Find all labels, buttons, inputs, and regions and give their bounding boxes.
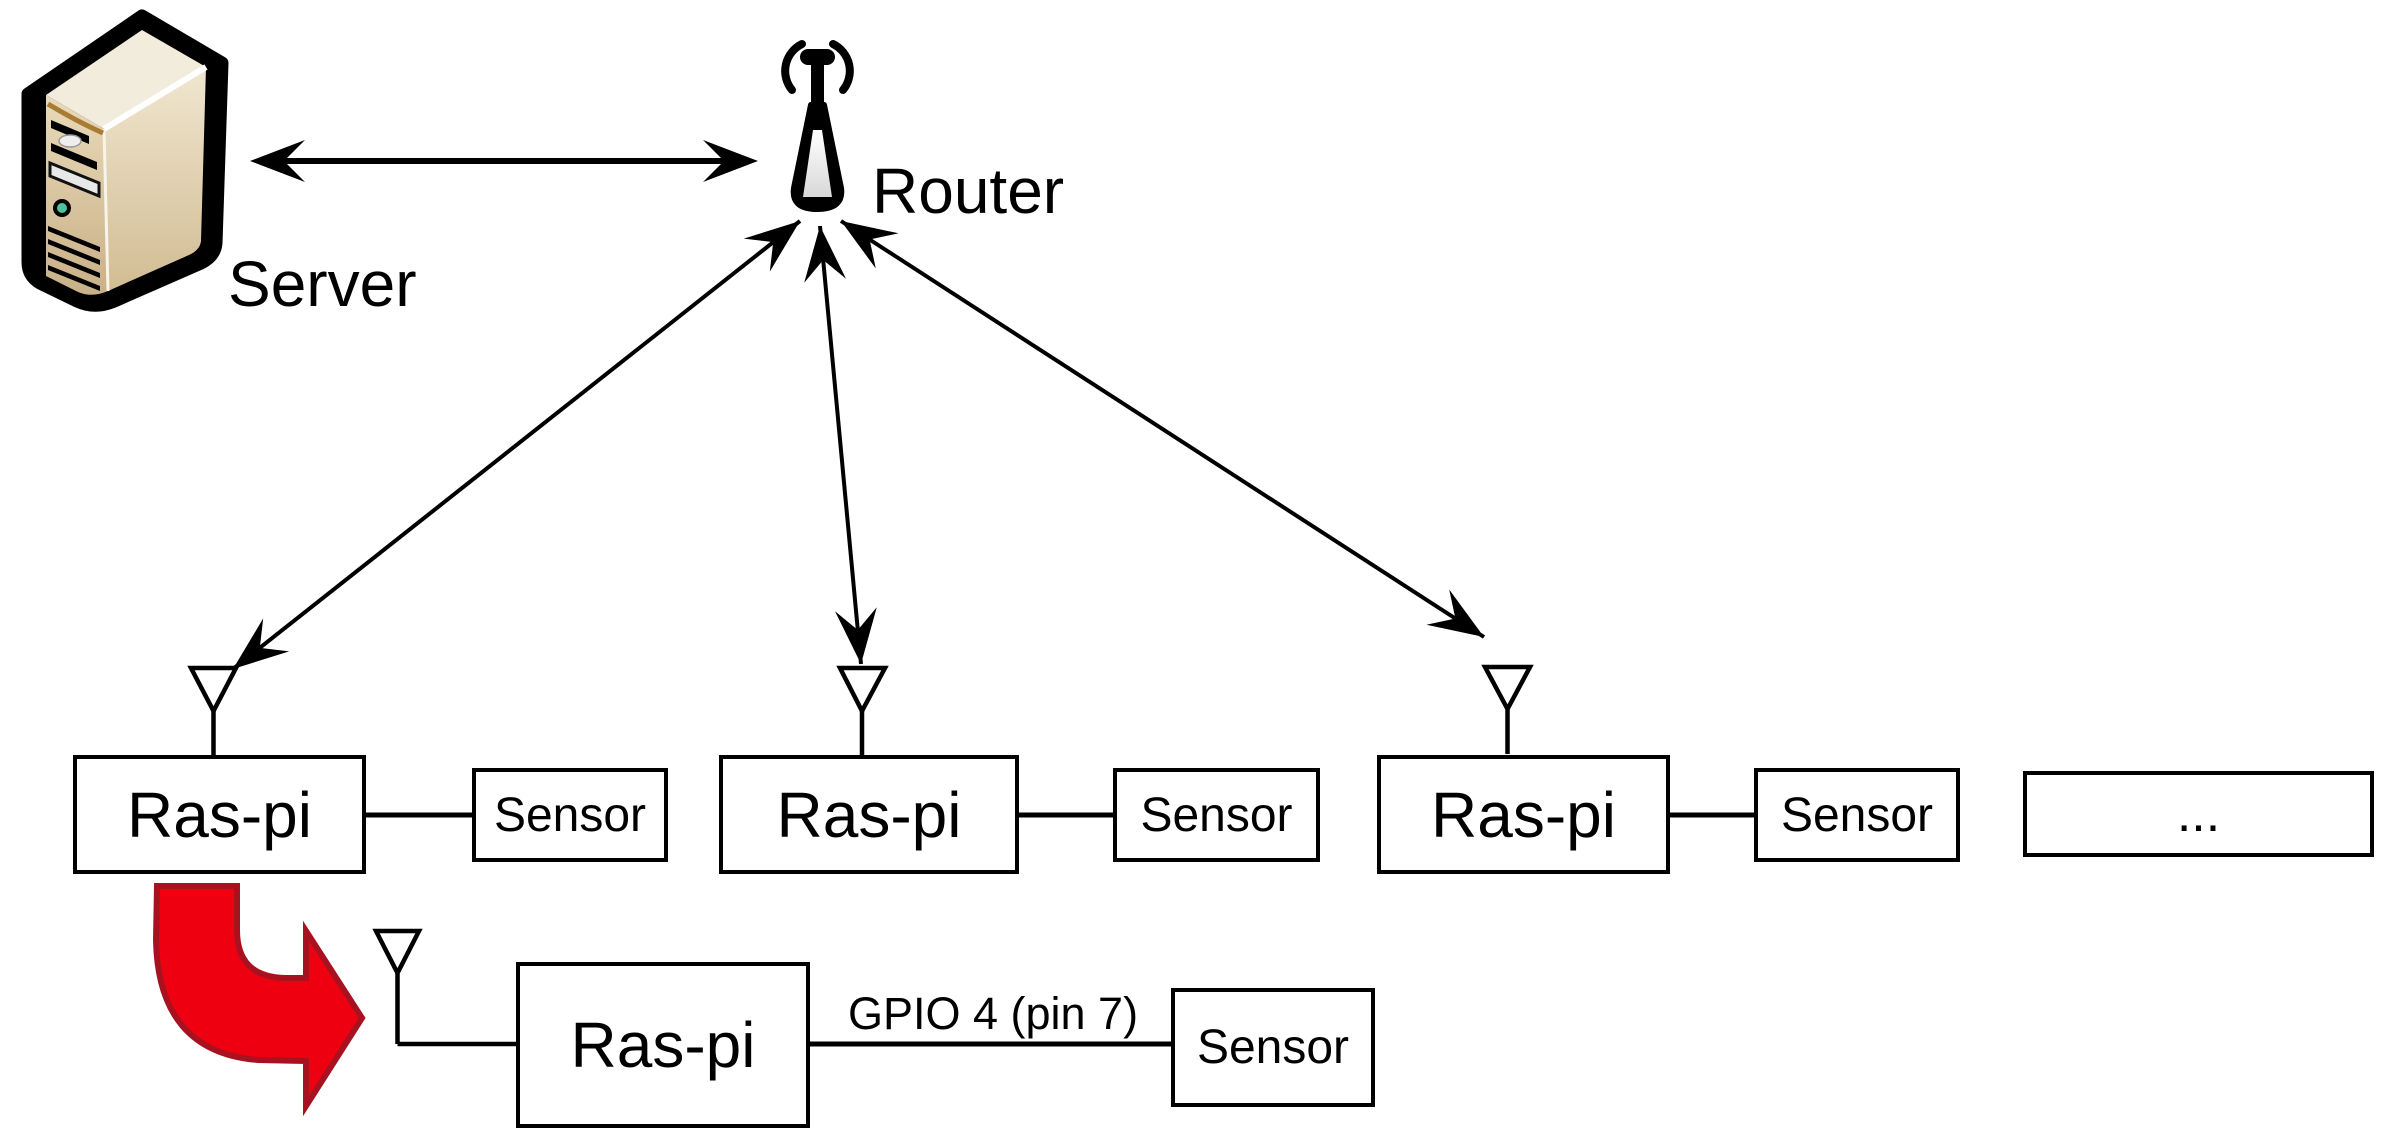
raspi-node-1: Ras-pi — [73, 755, 366, 874]
router-label: Router — [872, 155, 1065, 227]
raspi2-antenna-icon — [836, 665, 889, 755]
server-router-link — [250, 140, 758, 182]
server-label: Server — [228, 248, 417, 320]
highlight-curved-arrow — [152, 883, 366, 1117]
router-raspi1-link — [231, 219, 802, 671]
sensor-node-2-label: Sensor — [1140, 788, 1293, 842]
detail-raspi-label: Ras-pi — [570, 1009, 756, 1081]
raspi-node-2: Ras-pi — [719, 755, 1019, 874]
sensor-node-2: Sensor — [1113, 768, 1320, 862]
sensor-node-1: Sensor — [472, 768, 668, 862]
detail-sensor-label: Sensor — [1196, 1021, 1350, 1074]
detail-raspi-node: Ras-pi — [516, 962, 810, 1128]
raspi-node-2-label: Ras-pi — [776, 778, 962, 851]
sensor-node-3-label: Sensor — [1780, 788, 1934, 842]
router-raspi2-link — [804, 225, 877, 665]
router-raspi3-link — [839, 219, 1486, 639]
raspi-node-3-label: Ras-pi — [1431, 778, 1616, 851]
power-led — [57, 203, 67, 213]
wired-connectors — [366, 812, 1754, 1047]
raspi-node-3: Ras-pi — [1377, 755, 1670, 874]
detail-raspi-antenna-icon — [372, 928, 516, 1047]
gpio-connection-label: GPIO 4 (pin 7) — [847, 988, 1139, 1039]
sensor-node-3: Sensor — [1754, 768, 1960, 862]
raspi1-antenna-icon — [187, 665, 240, 755]
raspi3-antenna-icon — [1481, 664, 1534, 754]
server-icon — [21, 9, 229, 312]
ellipsis-label: ... — [2176, 785, 2221, 843]
router-icon — [781, 40, 854, 212]
sensor-node-1-label: Sensor — [493, 788, 647, 842]
detail-sensor-node: Sensor — [1171, 988, 1375, 1107]
more-nodes-ellipsis: ... — [2023, 771, 2374, 857]
raspi-node-1-label: Ras-pi — [127, 778, 312, 851]
